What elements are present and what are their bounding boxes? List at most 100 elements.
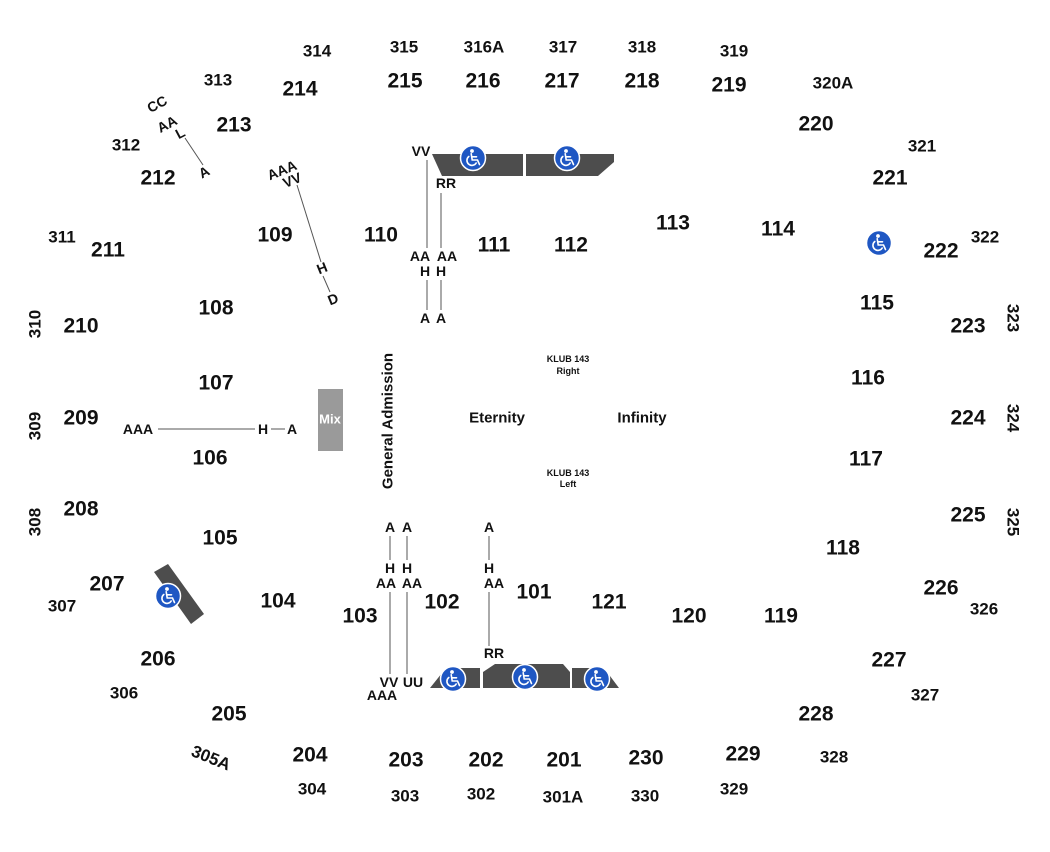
section-216[interactable]: 216 [465, 70, 500, 93]
section-104[interactable]: 104 [260, 590, 295, 613]
section-301A[interactable]: 301A [543, 788, 584, 807]
section-311[interactable]: 311 [48, 228, 75, 247]
section-313[interactable]: 313 [204, 71, 232, 90]
section-118[interactable]: 118 [826, 537, 860, 560]
section-221[interactable]: 221 [872, 167, 907, 190]
section-327[interactable]: 327 [911, 686, 939, 705]
section-209[interactable]: 209 [63, 407, 98, 430]
section-324[interactable]: 324 [1004, 404, 1023, 433]
section-318[interactable]: 318 [628, 38, 656, 57]
wheelchair-icon[interactable] [865, 229, 893, 257]
wheelchair-icon[interactable] [511, 663, 539, 691]
wheelchair-icon[interactable] [154, 582, 182, 610]
section-219[interactable]: 219 [711, 74, 746, 97]
section-106[interactable]: 106 [192, 447, 227, 470]
section-207[interactable]: 207 [89, 573, 124, 596]
section-202[interactable]: 202 [468, 749, 503, 772]
section-316A[interactable]: 316A [464, 38, 505, 57]
section-115[interactable]: 115 [860, 292, 894, 315]
section-310[interactable]: 310 [26, 310, 45, 338]
section-225[interactable]: 225 [950, 504, 985, 527]
section-217[interactable]: 217 [544, 70, 579, 93]
section-211[interactable]: 211 [91, 239, 125, 262]
wheelchair-icon[interactable] [583, 665, 611, 693]
section-315[interactable]: 315 [390, 38, 418, 57]
section-222[interactable]: 222 [923, 240, 958, 263]
section-322[interactable]: 322 [971, 228, 999, 247]
section-110[interactable]: 110 [364, 224, 398, 247]
section-218[interactable]: 218 [624, 70, 659, 93]
section-305A[interactable]: 305A [189, 742, 234, 775]
row-label: A [484, 519, 494, 535]
section-114[interactable]: 114 [761, 218, 795, 241]
section-105[interactable]: 105 [202, 527, 237, 550]
row-label: UU [403, 674, 423, 690]
section-220[interactable]: 220 [798, 113, 833, 136]
mix-box [318, 389, 343, 451]
section-206[interactable]: 206 [140, 648, 175, 671]
section-214[interactable]: 214 [282, 78, 317, 101]
section-120[interactable]: 120 [671, 605, 706, 628]
section-303[interactable]: 303 [391, 787, 419, 806]
section-109[interactable]: 109 [257, 224, 292, 247]
section-121[interactable]: 121 [591, 591, 626, 614]
section-302[interactable]: 302 [467, 785, 495, 804]
section-204[interactable]: 204 [292, 744, 327, 767]
section-103[interactable]: 103 [342, 605, 377, 628]
section-304[interactable]: 304 [298, 780, 327, 799]
section-212[interactable]: 212 [140, 167, 175, 190]
row-label: AAA [367, 687, 397, 703]
section-215[interactable]: 215 [387, 70, 422, 93]
section-208[interactable]: 208 [63, 498, 98, 521]
section-101[interactable]: 101 [516, 581, 551, 604]
section-229[interactable]: 229 [725, 743, 760, 766]
section-213[interactable]: 213 [216, 114, 251, 137]
section-309[interactable]: 309 [26, 412, 45, 440]
row-label: RR [484, 645, 504, 661]
section-224[interactable]: 224 [950, 407, 985, 430]
row-label: AAA [123, 421, 153, 437]
section-320A[interactable]: 320A [813, 74, 854, 93]
section-102[interactable]: 102 [424, 591, 459, 614]
section-116[interactable]: 116 [851, 367, 885, 390]
section-107[interactable]: 107 [198, 372, 233, 395]
klub-right-line1[interactable]: KLUB 143 [547, 354, 590, 364]
section-312[interactable]: 312 [112, 136, 140, 155]
section-306[interactable]: 306 [110, 684, 138, 703]
wheelchair-icon[interactable] [459, 144, 487, 172]
infinity-area-label[interactable]: Infinity [617, 410, 667, 427]
section-111[interactable]: 111 [478, 234, 511, 257]
section-326[interactable]: 326 [970, 600, 998, 619]
section-119[interactable]: 119 [764, 605, 798, 628]
section-203[interactable]: 203 [388, 749, 423, 772]
section-325[interactable]: 325 [1004, 508, 1023, 536]
wheelchair-icon[interactable] [439, 665, 467, 693]
general-admission-label[interactable]: General Admission [380, 353, 397, 489]
section-230[interactable]: 230 [628, 747, 663, 770]
section-108[interactable]: 108 [198, 297, 233, 320]
section-314[interactable]: 314 [303, 42, 332, 61]
section-113[interactable]: 113 [656, 212, 690, 235]
section-201[interactable]: 201 [546, 749, 581, 772]
section-228[interactable]: 228 [798, 703, 833, 726]
klub-left-line1[interactable]: KLUB 143 [547, 468, 590, 478]
section-210[interactable]: 210 [63, 315, 98, 338]
section-227[interactable]: 227 [871, 649, 906, 672]
section-317[interactable]: 317 [549, 38, 577, 57]
section-117[interactable]: 117 [849, 448, 883, 471]
section-112[interactable]: 112 [554, 234, 588, 257]
section-328[interactable]: 328 [820, 748, 848, 767]
section-223[interactable]: 223 [950, 315, 985, 338]
section-330[interactable]: 330 [631, 787, 659, 806]
section-319[interactable]: 319 [720, 42, 748, 61]
wheelchair-icon[interactable] [553, 144, 581, 172]
section-226[interactable]: 226 [923, 577, 958, 600]
section-308[interactable]: 308 [26, 508, 45, 536]
section-329[interactable]: 329 [720, 780, 748, 799]
section-307[interactable]: 307 [48, 597, 76, 616]
row-label: H [420, 263, 430, 279]
section-323[interactable]: 323 [1004, 304, 1023, 332]
eternity-area-label[interactable]: Eternity [469, 410, 526, 427]
section-205[interactable]: 205 [211, 703, 246, 726]
section-321[interactable]: 321 [908, 137, 936, 156]
